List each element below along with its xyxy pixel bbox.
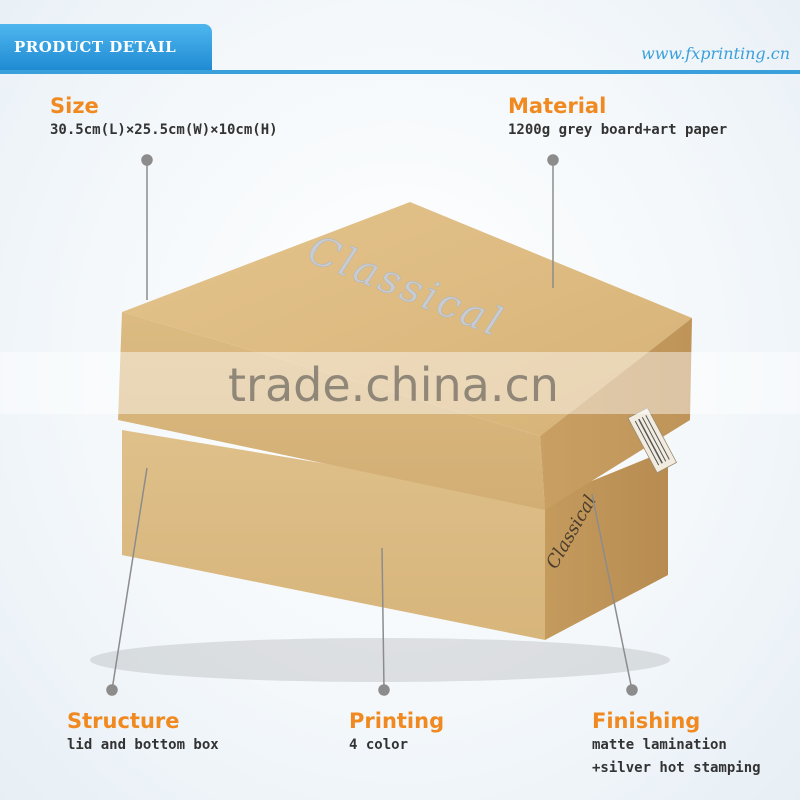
structure-value: lid and bottom box xyxy=(67,737,219,753)
finishing-title: Finishing xyxy=(592,709,701,733)
watermark-band xyxy=(0,352,800,414)
printing-title: Printing xyxy=(349,709,445,733)
finishing-value-line2: +silver hot stamping xyxy=(592,760,761,776)
finishing-value-line1: matte lamination xyxy=(592,737,727,753)
lid-front-face xyxy=(118,312,545,510)
material-value: 1200g grey board+art paper xyxy=(508,122,728,138)
product-detail-tab: PRODUCT DETAIL xyxy=(0,24,212,70)
barcode-label xyxy=(627,407,678,474)
structure-title: Structure xyxy=(67,709,180,733)
material-title: Material xyxy=(508,94,607,118)
size-value: 30.5cm(L)×25.5cm(W)×10cm(H) xyxy=(50,122,278,138)
box-shadow xyxy=(90,638,670,682)
callout-lines xyxy=(106,154,638,696)
lid-top-face xyxy=(122,202,692,436)
watermark-text: trade.china.cn xyxy=(228,358,559,412)
box-side-face xyxy=(545,450,668,640)
printing-value: 4 color xyxy=(349,737,409,753)
product-detail-label: PRODUCT DETAIL xyxy=(14,38,177,56)
lid-side-face xyxy=(540,318,692,510)
header-bar xyxy=(0,0,800,74)
site-url: www.fxprinting.cn xyxy=(641,44,790,63)
size-title: Size xyxy=(50,94,99,118)
